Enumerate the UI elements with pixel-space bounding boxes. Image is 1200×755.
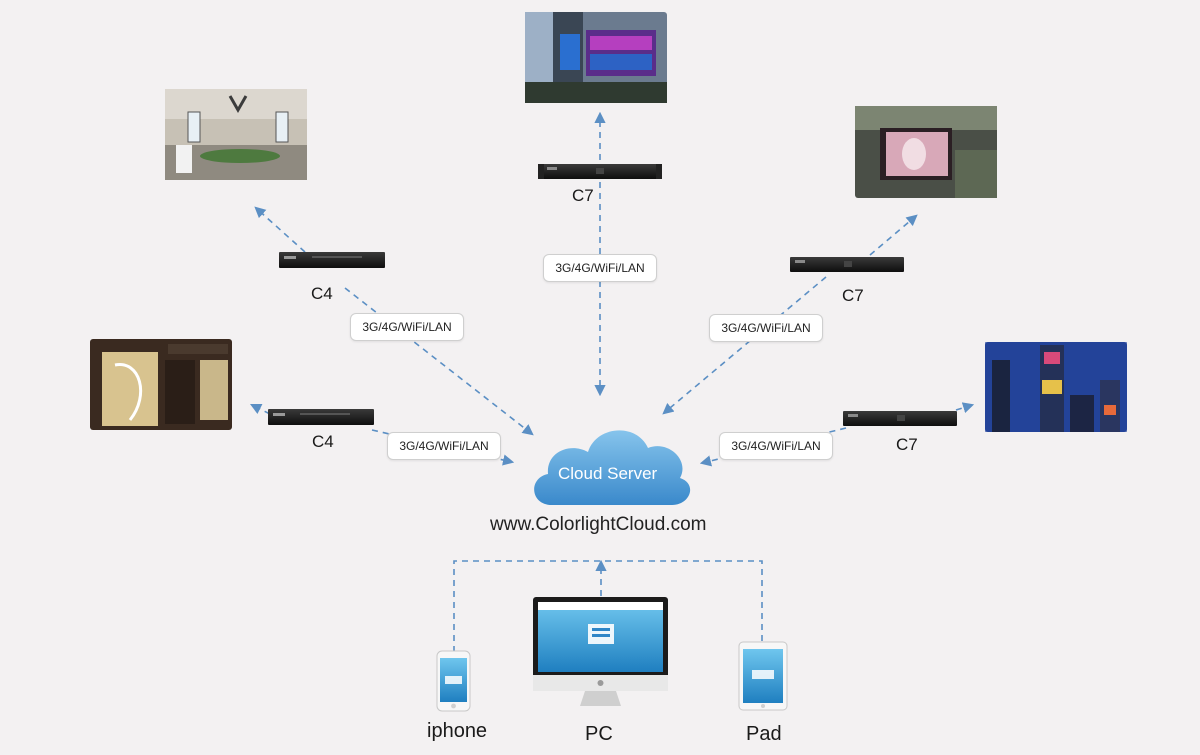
pad-device [738, 641, 788, 711]
arrow-ll-out [249, 403, 271, 415]
display-photo-lower-right [985, 342, 1127, 432]
cloud-server-shape [534, 430, 691, 505]
iphone-device [436, 650, 471, 712]
network-label-lower-right: 3G/4G/WiFi/LAN [719, 432, 833, 460]
pc-monitor-device [533, 597, 668, 706]
controller-label-lower-right: C7 [896, 435, 918, 454]
arrow-ur-in [662, 276, 827, 415]
client-label-pc: PC [585, 723, 613, 745]
cloud-server-label: Cloud Server [558, 464, 658, 483]
controller-device-top [538, 164, 662, 179]
arrow-lr-out [955, 402, 975, 414]
display-photo-lower-left [90, 339, 232, 430]
network-label-upper-left: 3G/4G/WiFi/LAN [350, 313, 464, 341]
controller-device-lower-right [843, 411, 957, 426]
controller-label-upper-left: C4 [311, 284, 333, 303]
controller-device-upper-right [790, 257, 904, 272]
cloud-url: www.ColorlightCloud.com [490, 514, 707, 535]
network-label-top: 3G/4G/WiFi/LAN [543, 254, 657, 282]
client-label-phone: iphone [427, 720, 488, 742]
client-branch-line [453, 560, 763, 652]
client-label-pad: Pad [746, 723, 782, 745]
controller-device-upper-left [279, 252, 385, 268]
network-label-lower-left: 3G/4G/WiFi/LAN [387, 432, 501, 460]
display-photo-top [525, 12, 667, 103]
network-label-upper-right: 3G/4G/WiFi/LAN [709, 314, 823, 342]
controller-label-upper-right: C7 [842, 286, 864, 305]
arrow-ul-out [254, 206, 306, 253]
controller-label-top: C7 [572, 186, 594, 205]
controller-label-lower-left: C4 [312, 432, 334, 451]
controller-device-lower-left [268, 409, 374, 425]
display-photo-upper-left [165, 89, 307, 180]
arrow-ur-out [869, 214, 918, 256]
display-photo-upper-right [855, 106, 997, 198]
